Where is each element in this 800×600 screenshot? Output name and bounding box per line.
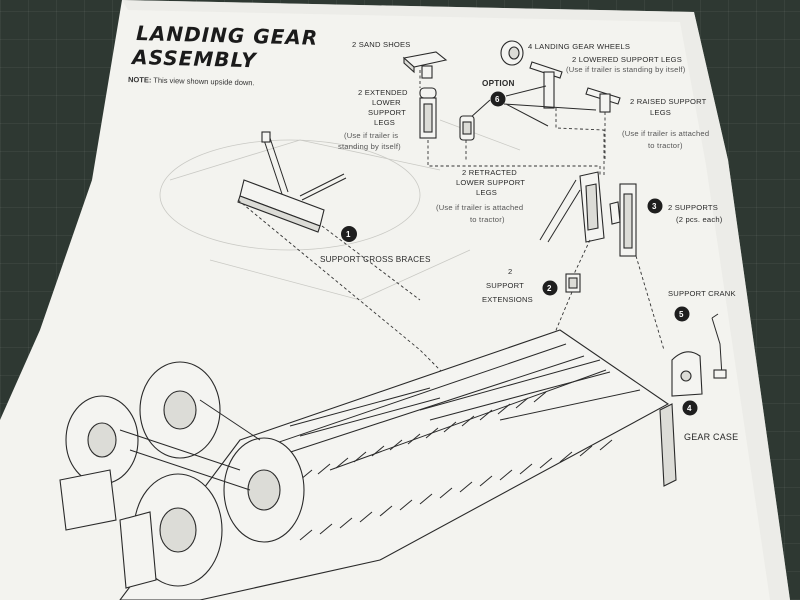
option-step-number: 6 [495, 95, 500, 104]
step-badge-cross-braces [341, 226, 357, 242]
landing-gear-wheel-part [500, 40, 524, 66]
raised-legs-label-1: 2 RAISED SUPPORT [630, 97, 707, 106]
wheels-label: 4 LANDING GEAR WHEELS [528, 42, 630, 51]
lowered-legs-label-2: (Use if trailer is standing by itself) [566, 65, 686, 74]
raised-legs-label-4: to tractor) [648, 141, 683, 150]
extensions-label-3: EXTENSIONS [482, 295, 533, 304]
step-number-supports: 3 [652, 202, 657, 211]
note: NOTE: This view shown upside down. [128, 75, 255, 87]
retracted-legs-label-2: LOWER SUPPORT [456, 178, 525, 187]
retracted-legs-label-4: (Use if trailer is attached [436, 203, 523, 212]
step-number-cross-braces: 1 [346, 230, 351, 239]
cross-braces-label: SUPPORT CROSS BRACES [320, 255, 431, 264]
option-label: OPTION [482, 79, 515, 88]
reverse-side-ghost-lines [159, 119, 521, 301]
extended-legs-label-6: standing by itself) [338, 142, 401, 151]
step-badge-crank [674, 306, 690, 322]
step-badge-gear-case [682, 400, 698, 416]
gear-case-part [671, 351, 703, 397]
support-assembly-part [539, 171, 637, 257]
raised-legs-label-3: (Use if trailer is attached [622, 129, 709, 138]
support-extension-part [565, 273, 581, 293]
extended-lower-support-leg-part [419, 87, 437, 139]
raised-support-leg-part [585, 87, 621, 113]
extensions-label-1: 2 [508, 267, 512, 276]
step-number-crank: 5 [679, 310, 684, 319]
step-badge-extensions [542, 280, 558, 296]
step-number-gear-case: 4 [687, 404, 692, 413]
supports-label-1: 2 SUPPORTS [668, 203, 718, 212]
crank-label: SUPPORT CRANK [668, 289, 736, 298]
sand-shoes-label: 2 SAND SHOES [352, 40, 411, 49]
page-title-line1: LANDING GEAR [136, 21, 319, 50]
retracted-lower-support-leg-part [459, 115, 475, 141]
step-number-extensions: 2 [547, 284, 552, 293]
gear-case-label: GEAR CASE [684, 432, 738, 442]
extended-legs-label-4: LEGS [374, 118, 395, 127]
extensions-label-2: SUPPORT [486, 281, 524, 290]
retracted-legs-label-1: 2 RETRACTED [462, 168, 517, 177]
extended-legs-label-3: SUPPORT [368, 108, 406, 117]
tandem-wheels-drawing [59, 361, 305, 589]
retracted-legs-label-5: to tractor) [470, 215, 505, 224]
page-title-line2: ASSEMBLY [130, 45, 259, 72]
extended-legs-label-1: 2 EXTENDED [358, 88, 408, 97]
extended-legs-label-2: LOWER [372, 98, 401, 107]
step-badge-supports [647, 198, 663, 214]
raised-legs-label-2: LEGS [650, 108, 671, 117]
option-step-badge [490, 91, 506, 107]
supports-label-2: (2 pcs. each) [676, 215, 723, 224]
extended-legs-label-5: (Use if trailer is [344, 131, 398, 140]
sand-shoe-part [402, 51, 448, 79]
lowered-legs-label-1: 2 LOWERED SUPPORT LEGS [572, 55, 682, 64]
lowered-support-leg-part [529, 61, 563, 109]
support-crank-part [711, 313, 727, 379]
retracted-legs-label-3: LEGS [476, 188, 497, 197]
